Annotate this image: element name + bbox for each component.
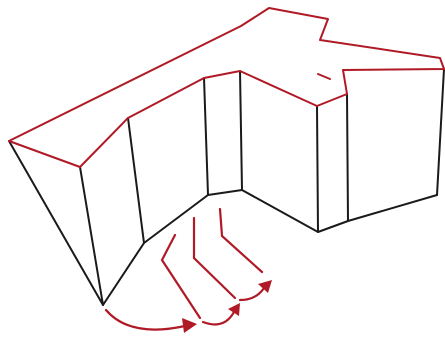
wall-edge-right (436, 68, 445, 196)
roof-edge-inner (317, 73, 331, 80)
base-line (102, 189, 438, 306)
wall-edge-3 (203, 77, 209, 196)
wall-edge-6 (346, 93, 349, 222)
wall-edge-2 (127, 117, 145, 244)
wall-edge-front-corner (79, 166, 104, 306)
flow-arrow-curve-1 (104, 308, 187, 331)
flow-arrow-head-3 (258, 280, 272, 293)
flow-arrow-curve-3 (238, 286, 266, 302)
roof-outline (8, 7, 445, 168)
flow-lines (160, 207, 264, 320)
wall-edge-left (8, 140, 104, 306)
roof-edge (8, 7, 445, 168)
wall-edge-4 (239, 70, 243, 191)
building-massing (8, 68, 445, 306)
flow-arrow-head-2 (228, 303, 240, 316)
flow-arrow-curve-2 (201, 310, 236, 326)
flow-line-3 (218, 207, 264, 274)
flow-line-2 (192, 216, 237, 300)
flow-arrow-head-1 (182, 318, 197, 333)
wall-edge-5 (316, 105, 319, 233)
flow-arrows (104, 280, 272, 333)
flow-line-1 (160, 233, 202, 320)
